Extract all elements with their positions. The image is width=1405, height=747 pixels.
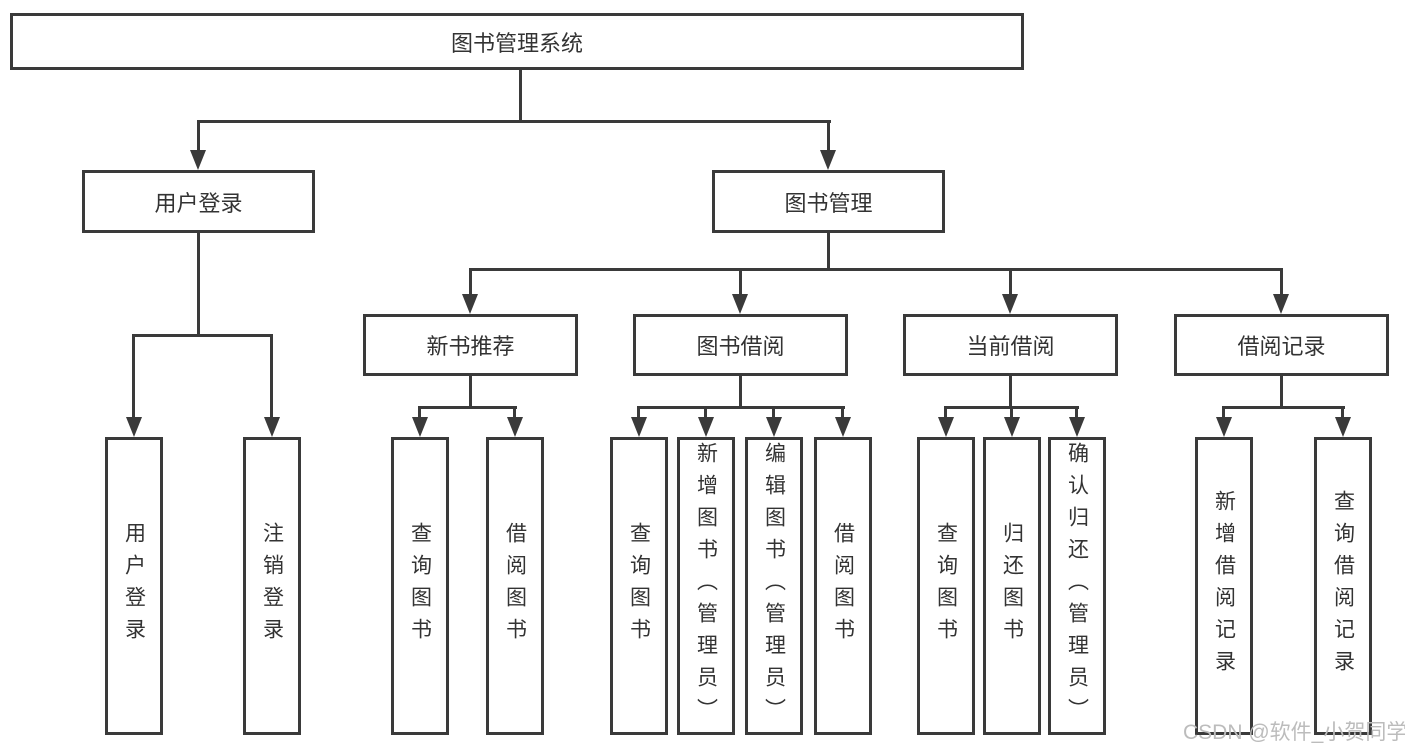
node-book-management: 图书管理 [712,170,945,233]
leaf-label: 注销登录 [260,522,284,650]
arrow-down-icon [766,417,782,437]
connector-line [944,406,947,421]
leaf-label: 确认归还（管理员） [1065,442,1089,730]
leaf-add-borrow-record: 新增借阅记录 [1195,437,1253,735]
arrow-down-icon [126,417,142,437]
connector-line [1222,406,1345,409]
node-new-book-recommendation: 新书推荐 [363,314,578,376]
arrow-down-icon [698,417,714,437]
connector-line [519,70,522,123]
connector-line [513,406,516,421]
arrow-down-icon [732,294,748,314]
leaf-edit-books-admin: 编辑图书（管理员） [745,437,803,735]
connector-line [827,233,830,271]
connector-line [469,268,472,296]
leaf-logout: 注销登录 [243,437,301,735]
arrow-down-icon [938,417,954,437]
connector-line [1009,376,1012,409]
arrow-down-icon [462,294,478,314]
connector-line [469,268,1283,271]
node-label: 图书借阅 [696,334,785,359]
connector-line [1075,406,1078,421]
node-label: 图书管理系统 [450,30,583,56]
arrow-down-icon [1004,417,1020,437]
connector-line [1280,268,1283,296]
connector-line [469,376,472,409]
connector-line [1009,268,1012,296]
arrow-down-icon [412,417,428,437]
arrow-down-icon [264,417,280,437]
leaf-label: 用户登录 [122,522,146,650]
node-library-management-system: 图书管理系统 [10,13,1024,70]
leaf-user-login: 用户登录 [105,437,163,735]
node-book-borrowing: 图书借阅 [633,314,848,376]
leaf-query-books-borrow: 查询图书 [610,437,668,735]
leaf-add-books-admin: 新增图书（管理员） [677,437,735,735]
connector-line [772,406,775,421]
connector-line [132,334,135,419]
connector-line [1222,406,1225,421]
leaf-label: 新增图书（管理员） [694,442,718,730]
leaf-label: 查询图书 [934,522,958,650]
connector-line [739,268,742,296]
node-label: 当前借阅 [966,334,1055,359]
connector-line [132,334,273,337]
leaf-query-borrow-record: 查询借阅记录 [1314,437,1372,735]
node-user-login: 用户登录 [82,170,315,233]
csdn-watermark: CSDN @软件_小贺同学 [1183,721,1405,744]
connector-line [1010,406,1013,421]
leaf-label: 借阅图书 [503,522,527,650]
connector-line [841,406,844,421]
leaf-label: 查询图书 [408,522,432,650]
connector-line [197,233,200,337]
arrow-down-icon [190,150,206,170]
arrow-down-icon [1273,294,1289,314]
arrow-down-icon [1216,417,1232,437]
leaf-borrow-books: 借阅图书 [814,437,872,735]
leaf-label: 查询图书 [627,522,651,650]
leaf-query-books-current: 查询图书 [917,437,975,735]
connector-line [418,406,517,409]
connector-line [270,334,273,419]
node-current-borrowing: 当前借阅 [903,314,1118,376]
connector-line [197,120,200,152]
leaf-label: 借阅图书 [831,522,855,650]
connector-line [637,406,845,409]
connector-line [704,406,707,421]
leaf-label: 查询借阅记录 [1331,490,1355,682]
leaf-confirm-return-admin: 确认归还（管理员） [1048,437,1106,735]
connector-line [197,120,831,123]
connector-line [418,406,421,421]
arrow-down-icon [1069,417,1085,437]
leaf-label: 新增借阅记录 [1212,490,1236,682]
arrow-down-icon [1002,294,1018,314]
node-label: 借阅记录 [1237,334,1326,359]
connector-line [637,406,640,421]
connector-line [1341,406,1344,421]
arrow-down-icon [835,417,851,437]
node-label: 用户登录 [154,190,243,216]
arrow-down-icon [507,417,523,437]
leaf-query-books-recommend: 查询图书 [391,437,449,735]
leaf-label: 编辑图书（管理员） [762,442,786,730]
connector-line [827,120,830,152]
arrow-down-icon [820,150,836,170]
connector-line [1280,376,1283,409]
leaf-borrow-books-recommend: 借阅图书 [486,437,544,735]
arrow-down-icon [631,417,647,437]
connector-line [739,376,742,409]
node-label: 新书推荐 [426,334,515,359]
leaf-return-books: 归还图书 [983,437,1041,735]
node-borrowing-records: 借阅记录 [1174,314,1389,376]
leaf-label: 归还图书 [1000,522,1024,650]
node-label: 图书管理 [784,190,873,216]
arrow-down-icon [1335,417,1351,437]
